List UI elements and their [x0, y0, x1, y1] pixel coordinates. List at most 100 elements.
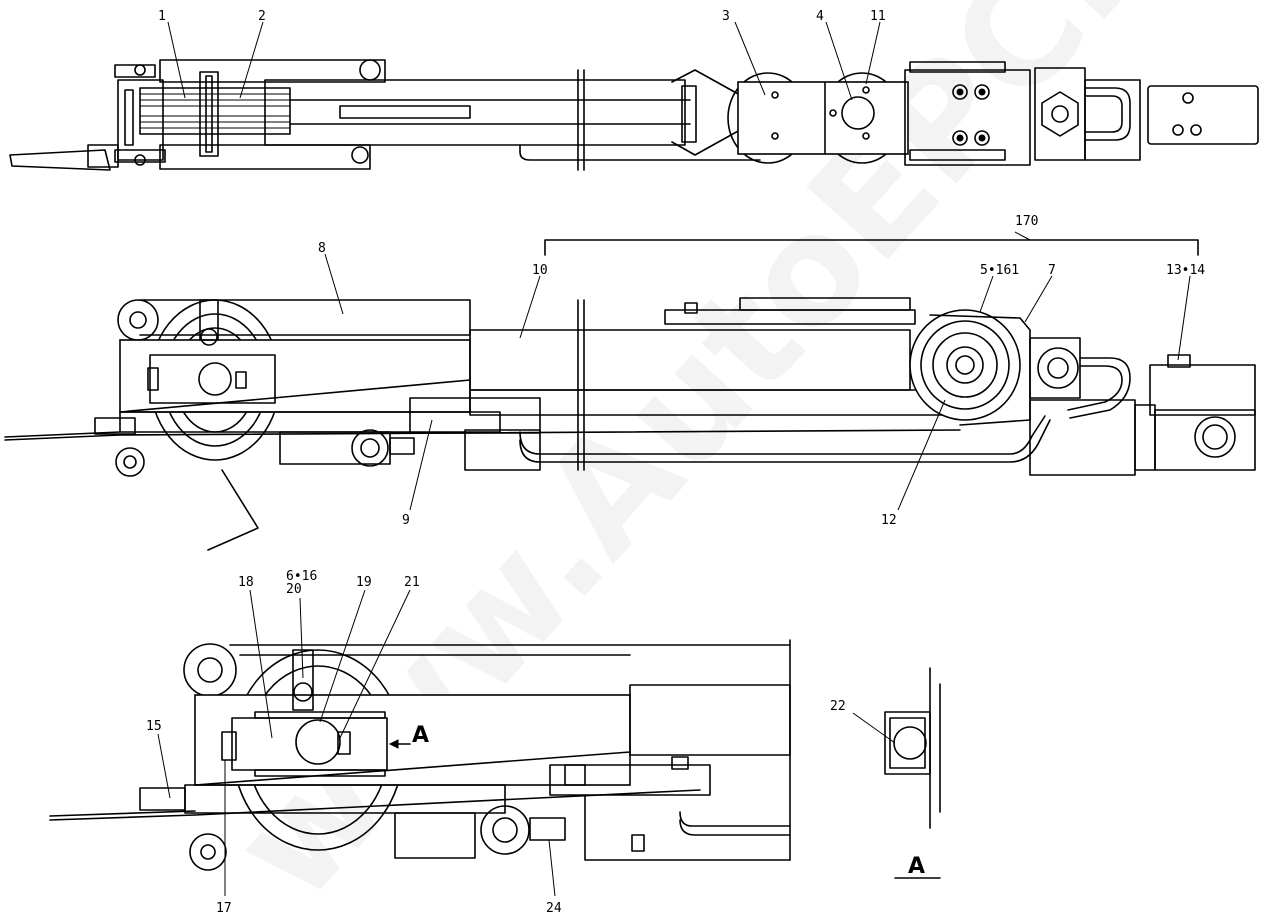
- detail-top-roller: [183, 643, 237, 697]
- top-bolt: [952, 130, 968, 146]
- callout-21: 21: [404, 575, 420, 590]
- top-valve: [1147, 85, 1259, 145]
- section-a: [884, 667, 941, 879]
- callout-8: 8: [318, 241, 326, 256]
- side-fork-plate: [4, 429, 961, 441]
- top-bolt: [974, 84, 990, 100]
- top-cylinder-block: [904, 69, 1031, 166]
- side-valve: [1149, 364, 1256, 416]
- top-left-block-upper: [114, 64, 156, 78]
- callout-6-16: 6•16: [286, 569, 317, 584]
- top-nut-block: [87, 144, 119, 168]
- callout-11: 11: [870, 9, 886, 24]
- callout-18: 18: [238, 575, 254, 590]
- top-clamp-inner: [205, 75, 213, 153]
- top-bolt-2: [134, 154, 146, 166]
- top-hex-nut: [1041, 91, 1079, 137]
- top-block-cap-dn: [909, 149, 1006, 161]
- top-main-bracket: [737, 81, 909, 155]
- top-bolt: [974, 130, 990, 146]
- callout-19: 19: [356, 575, 372, 590]
- section-a-block: [884, 711, 931, 775]
- side-pulley-12: [909, 309, 1021, 421]
- section-a-bolt-22: [893, 726, 927, 760]
- detail-mast: [629, 684, 791, 756]
- side-cyl-end: [1154, 409, 1256, 471]
- detail-fork-plate: [49, 789, 701, 821]
- detail-clamp-20: [292, 649, 314, 711]
- top-valve-port: [1182, 92, 1194, 104]
- callout-4: 4: [816, 9, 824, 24]
- detail-bolt-15: [139, 787, 186, 811]
- side-small-roller: [115, 447, 145, 477]
- top-lower-bar: [159, 144, 371, 170]
- top-hex-hole: [1051, 105, 1069, 123]
- side-pulley-frame: [929, 314, 1031, 426]
- callout-5-161: 5•161: [980, 263, 1019, 278]
- leader-lines: [157, 21, 1191, 897]
- top-hole: [862, 86, 870, 94]
- view-arrow-label: A: [412, 723, 429, 748]
- side-cylinder-ball: [198, 362, 232, 396]
- side-hose: [519, 419, 1051, 463]
- callout-12: 12: [881, 513, 897, 528]
- callout-3: 3: [722, 9, 730, 24]
- callout-20: 20: [286, 582, 302, 597]
- side-roller-9: [351, 429, 389, 467]
- top-hole: [771, 132, 779, 140]
- side-cylinder: [149, 354, 276, 404]
- callout-13-14: 13•14: [1166, 263, 1205, 278]
- callout-15: 15: [146, 719, 162, 734]
- top-tilt-plate: [9, 149, 111, 171]
- detail-roller-24: [480, 805, 530, 855]
- detail-small-roller: [189, 833, 227, 871]
- side-view: [4, 239, 1256, 551]
- bracket-170: [544, 239, 1199, 256]
- side-top-plate: [739, 297, 911, 311]
- side-cyl-body: [1029, 399, 1136, 476]
- top-bolt: [952, 84, 968, 100]
- callout-24: 24: [546, 901, 562, 916]
- top-upper-bar: [159, 59, 386, 83]
- callout-1: 1: [158, 9, 166, 24]
- top-clamp: [199, 71, 219, 157]
- top-inner-rod: [339, 105, 471, 119]
- top-view: [9, 59, 1259, 171]
- top-hole: [829, 109, 837, 117]
- top-left-frame: [117, 79, 164, 161]
- callout-170: 170: [1015, 214, 1038, 229]
- callout-22: 22: [830, 699, 846, 714]
- top-hose-clamp: [1084, 79, 1141, 161]
- top-hole: [771, 91, 779, 99]
- callout-10: 10: [532, 263, 548, 278]
- section-a-title: A: [908, 854, 925, 879]
- top-pin-4: [841, 96, 875, 130]
- side-view-pointer: [207, 469, 259, 551]
- side-clamp: [199, 299, 219, 341]
- top-hole: [862, 132, 870, 140]
- top-fork-end: [681, 85, 697, 143]
- top-lower-pin: [351, 146, 369, 164]
- top-bolt-1: [134, 64, 146, 76]
- top-block-cap-up: [909, 61, 1006, 73]
- side-roller-top: [117, 299, 159, 341]
- top-left-block-lower: [114, 149, 166, 163]
- top-hose: [519, 144, 761, 161]
- side-cyl-head: [1029, 337, 1081, 399]
- callout-7: 7: [1048, 263, 1056, 278]
- callout-17: 17: [216, 901, 232, 916]
- callout-2: 2: [258, 9, 266, 24]
- top-mast-tube: [264, 79, 686, 146]
- side-upper-arm: [139, 299, 471, 336]
- callout-9: 9: [402, 513, 410, 528]
- top-valve-port: [1172, 124, 1184, 136]
- side-valve-block: [409, 397, 541, 434]
- callouts: 1 2 3 4 11 170 8 10 5•161 7 13•14 9 12 6…: [146, 9, 1205, 916]
- top-upper-pin: [359, 59, 381, 81]
- detail-ball-19: [295, 719, 341, 765]
- top-chain-plates: [139, 87, 291, 135]
- side-carriage: [119, 339, 471, 413]
- top-valve-port: [1190, 124, 1202, 136]
- top-u-hose: [1084, 87, 1131, 141]
